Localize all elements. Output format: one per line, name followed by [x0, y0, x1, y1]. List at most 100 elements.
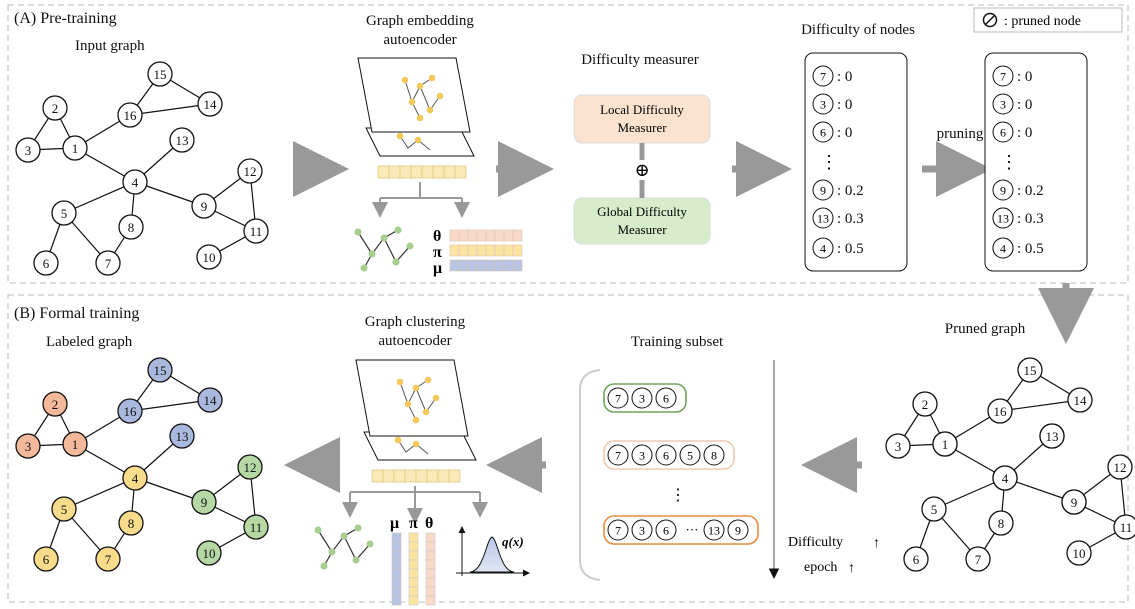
param-cell: [467, 259, 478, 272]
subset-node-label: 3: [639, 524, 645, 538]
node-label: 7: [105, 552, 112, 567]
difficulty-arrow-label: Difficulty: [788, 535, 843, 550]
graph-edge: [933, 477, 1006, 510]
param-cell: [467, 229, 478, 242]
legend-label: : pruned node: [1004, 14, 1081, 29]
graph-node: 7: [965, 546, 991, 572]
param-cell: [485, 259, 496, 272]
param-cell: [485, 229, 496, 242]
param-cell: [467, 244, 478, 257]
param-cell: [391, 559, 402, 570]
difficulty-item: 3: [992, 93, 1014, 115]
vector-cell: [426, 469, 439, 483]
vector-cell: [377, 165, 390, 179]
param-cell: [391, 568, 402, 579]
difficulty-value: : 0.5: [1017, 241, 1044, 257]
subset-node-label: 7: [615, 449, 621, 463]
node-label: 2: [52, 101, 59, 116]
graph-node: 7: [95, 250, 121, 276]
graph-node: 16: [117, 398, 143, 424]
graph-node: 11: [243, 514, 269, 540]
clustering-vector: [371, 469, 461, 483]
node-label: 13: [176, 133, 189, 148]
graph-node: 10: [1066, 540, 1092, 566]
vector-cell: [371, 469, 384, 483]
node-label: 5: [61, 502, 68, 517]
node-label: 5: [61, 206, 68, 221]
difficulty-value: : 0: [1017, 97, 1032, 113]
difficulty-value: : 0.3: [837, 211, 864, 227]
difficulty-item: 3: [812, 93, 834, 115]
param-cell: [408, 559, 419, 570]
node-label: 15: [154, 363, 167, 378]
clustering-subtitle: autoencoder: [378, 333, 451, 349]
difficulty-value: : 0: [1017, 69, 1032, 85]
graph-node: 14: [197, 91, 223, 117]
graph-node: 9: [1061, 489, 1087, 515]
graph-node: 4: [122, 169, 148, 195]
graph-edge: [999, 399, 1081, 412]
graph-edge: [63, 477, 136, 510]
local-difficulty-label: Local Difficulty: [600, 102, 684, 117]
graph-node: 14: [1067, 387, 1093, 413]
node-label: 14: [204, 393, 218, 408]
difficulty-value: : 0: [837, 97, 852, 113]
node-label: 2: [922, 397, 929, 412]
graph-node: 5: [51, 496, 77, 522]
vector-cell: [399, 165, 412, 179]
difficulty-node-label: 7: [1000, 70, 1006, 84]
graph-node: 2: [912, 391, 938, 417]
embedding-title: Graph embedding: [366, 13, 474, 29]
subset-node-label: 7: [615, 392, 621, 406]
difficulty-node-label: 6: [820, 126, 826, 140]
node-label: 6: [43, 256, 50, 271]
param-cell: [512, 244, 523, 257]
embedding-planes: [357, 57, 475, 157]
subset-node: [607, 387, 629, 409]
subset-node-label: 3: [639, 392, 645, 406]
graph-node: 6: [33, 250, 59, 276]
vector-cell: [393, 469, 406, 483]
node-label: 16: [124, 404, 138, 419]
subset-node-label: 13: [708, 524, 720, 538]
vector-cell: [448, 469, 461, 483]
difficulty-node-label: 7: [820, 70, 826, 84]
subset-node: [631, 444, 653, 466]
node-label: 11: [250, 224, 263, 239]
panel-a-title: (A) Pre-training: [14, 10, 117, 27]
graph-node: 16: [117, 102, 143, 128]
param-cell: [485, 244, 496, 257]
pruned-difficulty-list: 7: 03: 06: 09: 0.213: 0.34: 0.5⋮: [992, 65, 1044, 259]
node-label: 13: [1046, 429, 1059, 444]
difficulty-node-label: 3: [1000, 98, 1006, 112]
epoch-up-arrow: ↑: [848, 561, 855, 576]
difficulty-value: : 0: [837, 69, 852, 85]
subset-node: [607, 519, 629, 541]
difficulty-value: : 0: [837, 125, 852, 141]
param-cell: [408, 595, 419, 606]
param-cell: [458, 229, 469, 242]
difficulty-item: 4: [992, 237, 1014, 259]
param-cell: [494, 229, 505, 242]
node-label: 12: [244, 460, 257, 475]
param-cell: [391, 550, 402, 561]
graph-node: 14: [197, 387, 223, 413]
node-label: 10: [203, 250, 216, 265]
node-label: 6: [913, 552, 920, 567]
vector-cell: [415, 469, 428, 483]
node-label: 1: [72, 437, 79, 452]
node-label: 8: [128, 220, 135, 235]
difficulty-node-label: 6: [1000, 126, 1006, 140]
difficulty-value: : 0: [1017, 125, 1032, 141]
node-label: 3: [25, 439, 32, 454]
param-cell: [408, 586, 419, 597]
difficulty-node-label: 9: [1000, 184, 1006, 198]
node-label: 11: [250, 520, 263, 535]
difficulty-item: 9: [992, 179, 1014, 201]
difficulty-node-label: 4: [1000, 242, 1006, 256]
subset-node: [727, 519, 749, 541]
graph-node: 9: [191, 193, 217, 219]
graph-node: 11: [243, 218, 269, 244]
